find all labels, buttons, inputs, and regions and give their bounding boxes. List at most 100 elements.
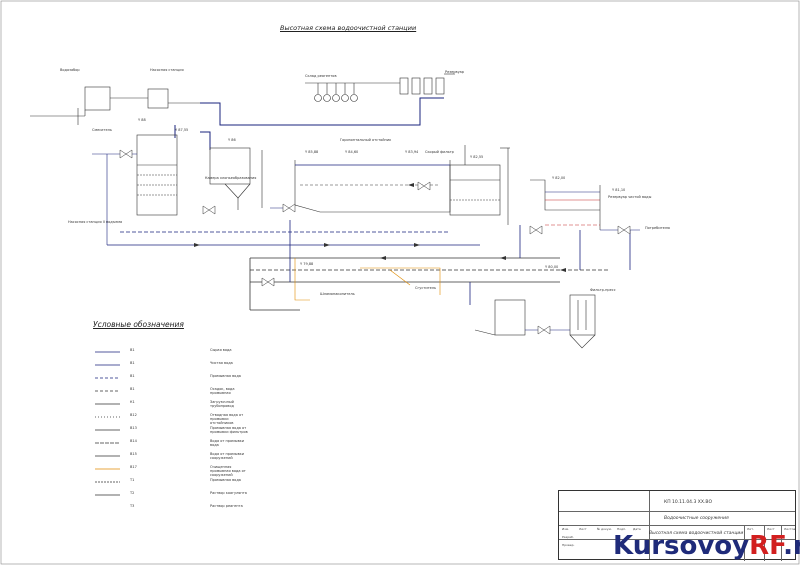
valve-icon	[119, 149, 133, 159]
legend-code: В1	[130, 387, 135, 391]
tb-cell: Дата	[633, 527, 641, 531]
legend-item: К1 Загрузочный трубопровод	[90, 400, 250, 410]
elevation-mark: Y 82,00	[552, 176, 566, 180]
sheet-name: Высотная схема водоочистной станции	[649, 531, 744, 536]
legend-item: В1 Сырая вода	[90, 348, 250, 358]
label-thickener: Сгуститель	[415, 286, 437, 290]
label-sludge: Шламонакопитель	[320, 292, 355, 296]
valve-icon	[529, 225, 543, 235]
legend-name: Вода от промывки вода	[210, 439, 245, 447]
legend-name: Чистая вода	[210, 361, 233, 365]
legend-heading: Условные обозначения	[93, 320, 184, 329]
label-tank: Резервуар	[445, 70, 465, 74]
sludge-lines	[294, 258, 441, 301]
valve-icon	[617, 225, 631, 235]
label-reagents: Склад реагентов	[305, 74, 337, 78]
elevation-mark: Y 86	[228, 138, 236, 142]
tb-cell: Лит.	[747, 527, 754, 531]
arrow-icon	[194, 243, 200, 247]
legend-item: В14 Вода от промывки вода	[90, 439, 250, 449]
reagent-unit	[305, 73, 455, 102]
legend-code: В12	[130, 413, 137, 417]
label-press: Фильтр-пресс	[590, 288, 616, 292]
raw-water-pipe	[174, 97, 444, 150]
legend-code: В15	[130, 452, 137, 456]
elevation-mark: Y 81,10	[612, 188, 626, 192]
valve-icon	[282, 203, 296, 213]
elevation-mark: Y 83,94	[405, 150, 419, 154]
legend-code: В1	[130, 374, 135, 378]
legend-item: В12 Отводная вода от промывки отстойников	[90, 413, 250, 425]
elevation-mark: Y 82,55	[470, 155, 484, 159]
valve-icon	[537, 325, 551, 335]
valve-symbols	[119, 149, 631, 335]
project-name: Водоочистные сооружения	[664, 516, 729, 521]
elevation-mark: Y 85,88	[305, 150, 319, 154]
legend-item: В17 Очищенная промывная вода от сооружени…	[90, 465, 250, 477]
legend-code: В14	[130, 439, 137, 443]
legend-name: Отводная вода от промывки отстойников	[210, 413, 244, 425]
legend-code: В13	[130, 426, 137, 430]
legend-code: Т3	[130, 504, 135, 508]
legend-name: Сырая вода	[210, 348, 232, 352]
drawing-title: Высотная схема водоочистной станции	[280, 24, 417, 32]
intake-structure	[30, 86, 200, 125]
tb-cell: Листов	[784, 527, 796, 531]
legend-item: Т1 Промывная вода	[90, 478, 250, 488]
tb-cell: Лист	[579, 527, 587, 531]
arrow-icon	[408, 183, 414, 187]
label-pump2: Насосная станция II подъема	[68, 220, 123, 224]
flow-arrows	[194, 183, 566, 272]
arrow-icon	[380, 256, 386, 260]
flocculation-chamber	[209, 147, 263, 210]
legend-item: В1 Осадок, вода промывная	[90, 387, 250, 397]
label-mixer: Смеситель	[92, 128, 112, 132]
legend-code: В17	[130, 465, 137, 469]
arrow-icon	[560, 268, 566, 272]
label-clean-tank: Резервуар чистой воды	[608, 195, 652, 199]
legend-code: К1	[130, 400, 135, 404]
title-block: КП 10.11.04.3 XX.ВО Водоочистные сооруже…	[558, 490, 796, 561]
tb-cell: Изм.	[562, 527, 570, 531]
tb-cell: Провер.	[562, 543, 575, 547]
legend-name: Промывная вода	[210, 478, 241, 482]
legend-code: Т1	[130, 478, 135, 482]
elevation-mark: Y 80,00	[545, 265, 559, 269]
legend-name: Очищенная промывная вода от сооружений	[210, 465, 246, 477]
legend-name: Промывная вода от промывки фильтров	[210, 426, 248, 434]
legend-item: В1 Промывная вода	[90, 374, 250, 384]
mixer-unit	[92, 134, 178, 245]
sludge-treatment	[474, 294, 596, 349]
arrow-icon	[324, 243, 330, 247]
legend-code: Т2	[130, 491, 135, 495]
label-reservoir: Насосная станция	[150, 68, 184, 72]
tb-cell: Подп.	[617, 527, 627, 531]
valve-icon	[417, 181, 431, 191]
legend-name: Промывная вода	[210, 374, 241, 378]
legend-code: В1	[130, 348, 135, 352]
legend-name: Загрузочный трубопровод	[210, 400, 234, 408]
elevation-mark: Y 88	[138, 118, 146, 122]
tb-cell: № докум.	[597, 527, 612, 531]
tb-cell: Лист	[767, 527, 775, 531]
legend-item: В13 Промывная вода от промывки фильтров	[90, 426, 250, 436]
watermark-suffix: .ru	[783, 531, 800, 561]
watermark-logo: KursovoyRF.ru	[613, 531, 800, 561]
elevation-mark: Y 87,55	[175, 128, 189, 132]
label-clarifier: Горизонтальный отстойник	[340, 138, 392, 142]
legend-name: Осадок, вода промывная	[210, 387, 235, 395]
legend-lines	[95, 351, 120, 496]
rapid-filter	[449, 145, 510, 225]
elevation-mark: Y 84,60	[345, 150, 359, 154]
valve-icon	[202, 205, 216, 215]
label-chamber: Камера хлопьеобразования	[205, 176, 257, 180]
arrow-icon	[414, 243, 420, 247]
watermark-main: Kursovoy	[613, 531, 750, 561]
elevation-mark: Y 79,88	[300, 262, 314, 266]
